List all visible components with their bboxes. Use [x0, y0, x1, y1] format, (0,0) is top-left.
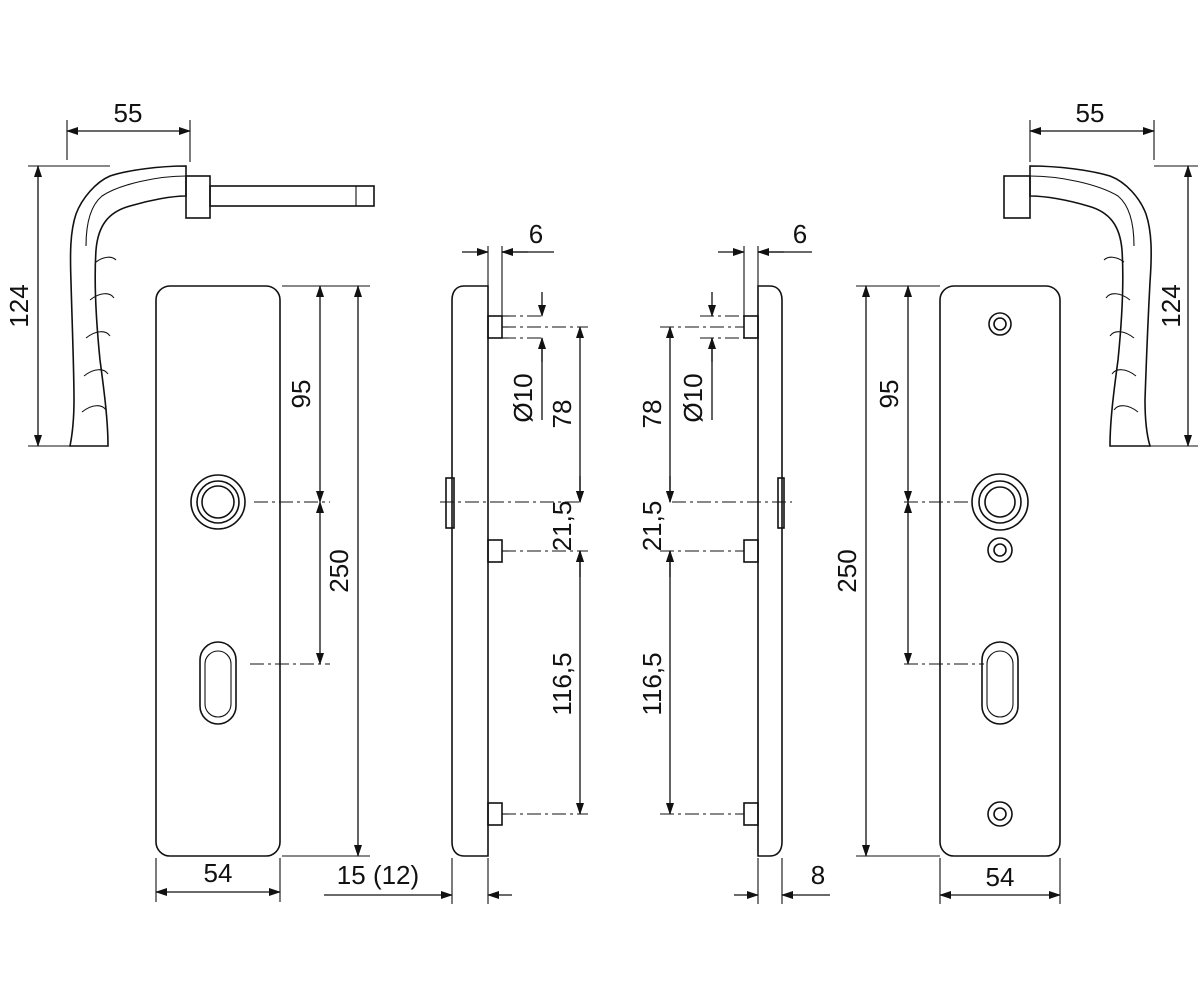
left-side-mid-label: 21,5 — [547, 501, 577, 552]
right-side-mid-label: 21,5 — [637, 501, 667, 552]
left-back-plate — [155, 285, 281, 857]
left-handle-height-dimension: 124 — [4, 165, 110, 447]
right-lever-handle — [1003, 165, 1152, 447]
left-plate-width-label: 54 — [204, 858, 233, 888]
left-side-bottom-label: 116,5 — [547, 652, 577, 715]
right-plate-width-dimension: 54 — [939, 858, 1061, 904]
left-side-thickness-label: 15 (12) — [337, 860, 419, 890]
right-side-top-label: 78 — [637, 400, 667, 429]
left-side-top-label: 78 — [547, 400, 577, 429]
left-plate-spindle-dimension: 95 — [250, 285, 330, 665]
right-handle-width-label: 55 — [1076, 98, 1105, 128]
left-plate-spindle-offset-label: 95 — [286, 380, 316, 409]
right-side-vertical-dimensions: 78 21,5 116,5 — [637, 326, 674, 815]
right-side-thickness-dimension: 8 — [734, 858, 830, 904]
right-handle-height-label: 124 — [1156, 284, 1186, 327]
right-handle-width-dimension: 55 — [1029, 98, 1155, 162]
right-side-pin-label: 6 — [793, 219, 807, 249]
right-side-pin-diameter: Ø10 — [678, 292, 716, 423]
right-plate-height-dimension: 250 — [832, 285, 940, 857]
right-side-plate-view — [660, 285, 792, 857]
right-side-bottom-label: 116,5 — [637, 652, 667, 715]
right-front-plate — [939, 285, 1061, 857]
right-plate-width-label: 54 — [986, 862, 1015, 892]
left-plate-width-dimension: 54 — [155, 858, 281, 902]
left-plate-height-dimension: 250 — [282, 285, 370, 857]
left-side-plate-view — [440, 285, 588, 857]
left-side-pin-diameter-label: Ø10 — [508, 373, 538, 422]
left-side-thickness-dimension: 15 (12) — [324, 858, 512, 904]
right-handle-height-dimension: 124 — [1150, 165, 1198, 447]
right-side-pin-dimension: 6 — [718, 219, 812, 316]
left-lever-handle — [69, 165, 375, 447]
left-side-vertical-dimensions: 78 21,5 116,5 — [547, 326, 584, 815]
left-handle-height-label: 124 — [4, 284, 34, 327]
right-side-thickness-label: 8 — [811, 860, 825, 890]
right-plate-spindle-offset-label: 95 — [874, 380, 904, 409]
right-side-pin-diameter-label: Ø10 — [678, 373, 708, 422]
left-handle-width-label: 55 — [114, 98, 143, 128]
left-side-pin-diameter: Ø10 — [508, 292, 546, 423]
left-side-pin-dimension: 6 — [462, 219, 554, 316]
left-plate-height-label: 250 — [324, 549, 354, 592]
right-plate-spindle-dimension: 95 — [874, 285, 984, 665]
right-plate-height-label: 250 — [832, 549, 862, 592]
left-side-pin-label: 6 — [529, 219, 543, 249]
left-handle-width-dimension: 55 — [66, 98, 191, 162]
